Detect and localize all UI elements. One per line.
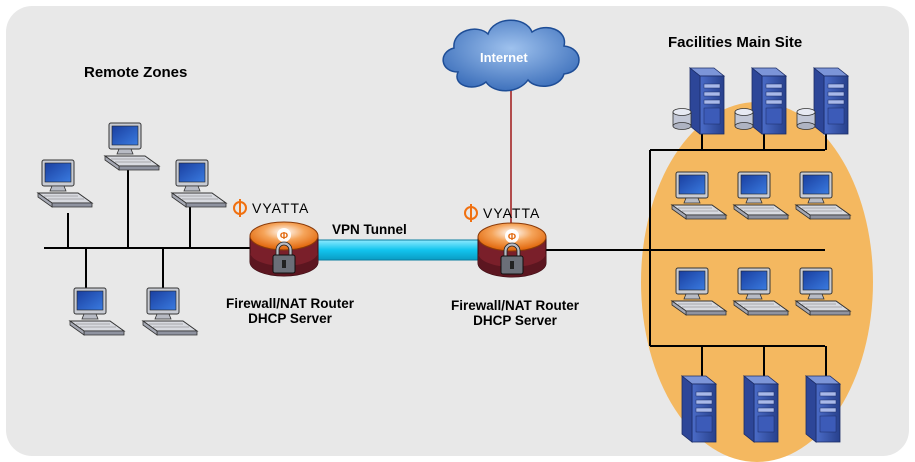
server-icon [743,375,779,443]
facilities-main-site-label: Facilities Main Site [668,34,803,51]
router-icon [249,221,319,277]
router-left-caption: Firewall/NAT Router DHCP Server [220,296,360,326]
server-icon [689,67,725,135]
vpn-tunnel-label: VPN Tunnel [332,222,407,237]
router-left-role: Firewall/NAT Router [225,296,354,311]
brand-label-right: VYATTA [483,205,541,221]
brand-label-left: VYATTA [252,200,310,216]
router-right-caption: Firewall/NAT Router DHCP Server [440,298,590,328]
disk-icon [796,108,816,130]
router-right-role: Firewall/NAT Router [450,298,579,313]
vyatta-logo [464,204,478,222]
vyatta-logo [233,199,247,217]
internet-label: Internet [480,50,528,65]
server-icon [751,67,787,135]
site-lan [649,134,827,376]
disk-icon [672,108,692,130]
server-icon [813,67,849,135]
router-right-service: DHCP Server [473,313,557,328]
remote-zones-label: Remote Zones [84,64,188,81]
disk-icon [734,108,754,130]
router-left-service: DHCP Server [248,311,332,326]
cloud-icon [442,19,580,92]
server-icon [805,375,841,443]
server-icon [681,375,717,443]
router-icon [477,222,547,278]
remote-lan [44,170,250,290]
vpn-tunnel [315,239,487,261]
